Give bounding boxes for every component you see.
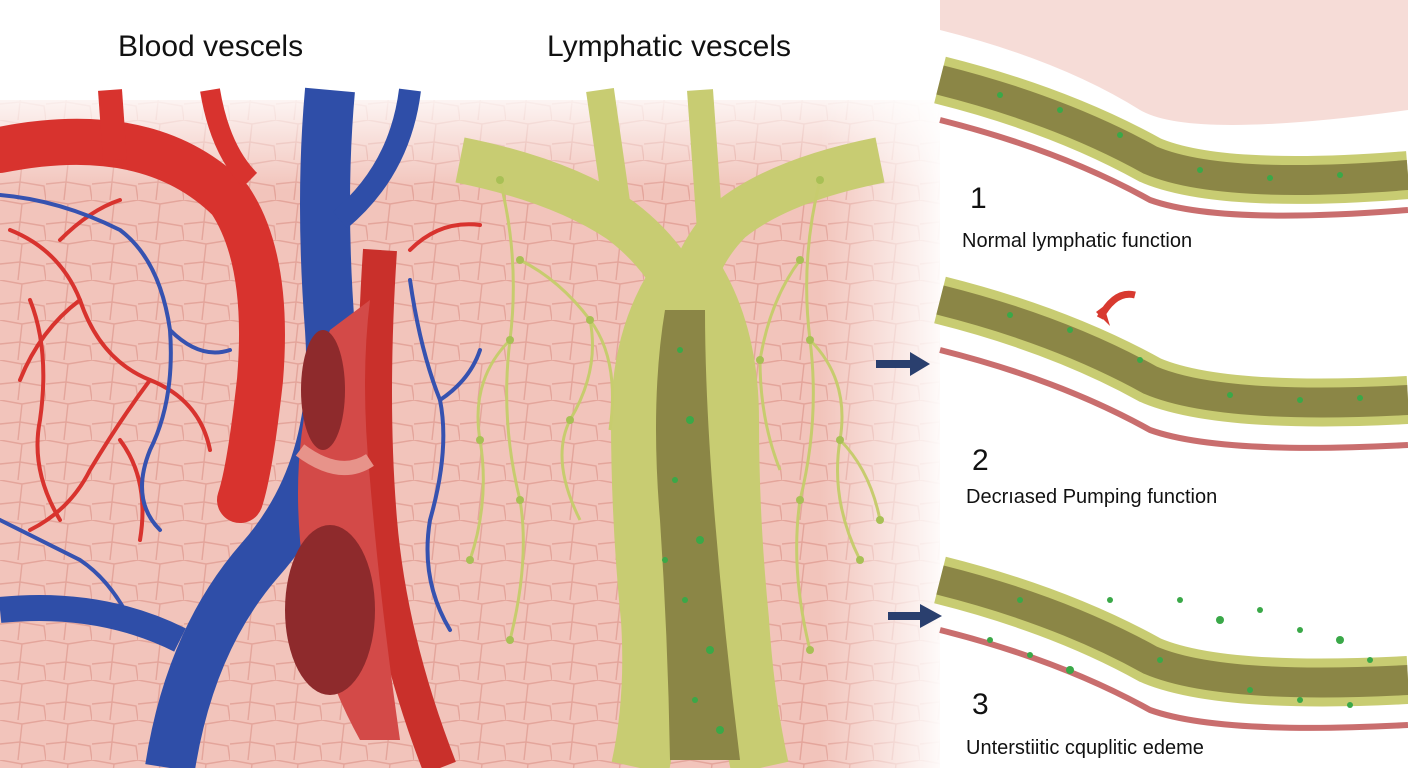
blood-vessels-heading: Blood vescels	[118, 30, 304, 63]
stage-3-caption: Unterstiitic cquplitic edeme	[966, 737, 1204, 759]
stage-1-vessel	[934, 0, 1408, 219]
lymphatic-vessels-heading: Lymphatic vescels	[547, 30, 791, 63]
right-arrow-icon	[888, 604, 942, 628]
stage-1-number: 1	[970, 182, 987, 215]
stage-3-number: 3	[972, 688, 989, 721]
stage-2-number: 2	[972, 444, 989, 477]
stage-2-caption: Decrıased Pumping function	[966, 486, 1218, 508]
stage-1-caption: Normal lymphatic function	[962, 230, 1193, 252]
lymphatic-vessels	[455, 88, 885, 768]
right-arrow-icon	[876, 352, 930, 376]
stage-3-vessel	[934, 556, 1408, 731]
blood-vessels	[0, 87, 482, 768]
stage-2-vessel	[934, 276, 1408, 451]
